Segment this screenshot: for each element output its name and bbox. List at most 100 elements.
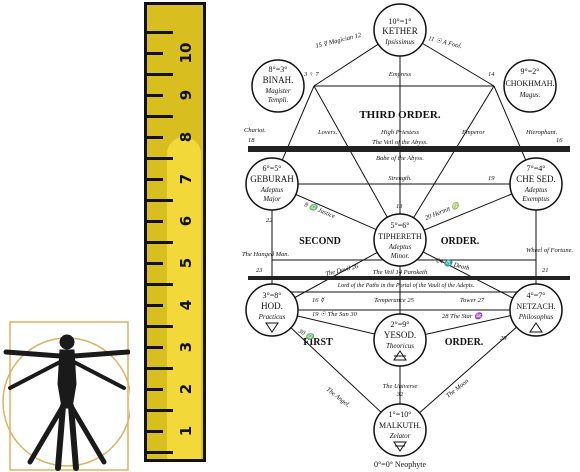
path-16b: 16 ☿ [312,297,325,304]
path-23: 23 [256,267,263,274]
path-22: 22 [266,217,273,224]
ruler-tick [147,346,163,349]
path-14: 14 [488,71,495,78]
ruler-number-6: 6 [177,215,195,227]
path-sun: 19 ☉ The Sun 30 [312,311,358,318]
sephira-geburah: 6°=5° GEBURAH Adeptus Major [245,157,299,211]
ruler-tick [147,178,163,181]
path-moon: The Moon [445,378,470,400]
path-lovers: Lovers. [317,129,338,136]
path-universe: The Universe [383,383,418,390]
path-21: 21 [542,267,549,274]
svg-text:Adeptus: Adeptus [388,243,412,251]
svg-text:Templi.: Templi. [268,96,289,104]
sephira-kether: 10°=1° KETHER Ipsissimus [373,3,427,57]
svg-text:Minor.: Minor. [390,252,410,260]
svg-text:HOD.: HOD. [261,301,283,311]
svg-text:10°=1°: 10°=1° [389,17,412,26]
path-magician: 15 ☿ Magician 12 [315,32,363,50]
second-order-label: SECOND [299,236,341,247]
ruler-tick [147,94,163,97]
sephira-yesod: 2°=9° YESOD. Theoricus [373,313,427,367]
ruler-tick [147,199,173,202]
tree-of-life-diagram: 10°=1° KETHER Ipsissimus 8°=3° BINAH. Ma… [242,3,573,469]
ruler-number-10: 10 [177,42,195,64]
svg-text:Ipsissimus: Ipsissimus [384,38,414,46]
path-hanged-man: The Hanged Man. [242,251,289,258]
air-triangle-icon [393,350,407,361]
sephira-chesed: 7°=4° CHE SED. Adeptus Exemptus [509,157,563,211]
path-angel: The Angel. [325,386,352,409]
ruler-number-1: 1 [177,425,195,437]
svg-text:BINAH.: BINAH. [263,75,294,85]
svg-text:Adeptus: Adeptus [260,186,284,194]
neophyte-label: 0°=0° Neophyte [374,460,426,469]
svg-text:2°=9°: 2°=9° [391,320,410,329]
path-star: 28 The Star ♒ [442,312,484,320]
path-18: 18 [248,137,255,144]
svg-text:6°=5°: 6°=5° [263,164,282,173]
svg-text:Zelator: Zelator [390,432,411,440]
abyss-bar [248,146,570,152]
path-strength: Strength. [388,175,412,182]
path-daleth: 3 ♀ 7 [303,71,319,78]
sephira-netzach: 4°=7° NETZACH. Philosophus [509,283,563,337]
ruler-number-9: 9 [177,89,195,101]
second-order-label-b: ORDER. [441,236,480,247]
path-death: 24 ♏ Death [436,256,471,272]
svg-text:CHE SED.: CHE SED. [516,174,556,184]
svg-text:CHOKHMAH.: CHOKHMAH. [505,79,554,88]
ruler-tick [147,304,163,307]
svg-text:Philosophus: Philosophus [518,313,554,321]
vitruvian-man-icon [2,321,130,471]
ruler-tick [147,262,163,265]
third-order-label: THIRD ORDER. [359,109,441,121]
svg-text:KETHER: KETHER [382,26,418,36]
svg-text:4°=7°: 4°=7° [527,291,546,300]
ruler-number-3: 3 [177,341,195,353]
path-29: 29 [500,335,507,342]
path-high-priestess: High Priestess [380,129,420,136]
ruler-tick [147,52,163,55]
path-temperance: Temperance 25 [374,297,414,304]
svg-text:7°=4°: 7°=4° [527,164,546,173]
svg-text:1°=10°: 1°=10° [389,410,412,419]
fire-triangle-icon [529,322,543,333]
path-empress: Empress [388,71,412,78]
sephira-hod: 3°=8° HOD. Practicus [245,283,299,337]
svg-text:8°=3°: 8°=3° [269,65,288,74]
ruler-tick [147,430,163,433]
ruler-number-4: 4 [177,299,195,311]
sephira-binah: 8°=3° BINAH. Magister Templi. [251,59,305,113]
path-devil: The Devil 26 [325,263,360,278]
path-fool: 11 ☉ A Fool. [428,35,463,50]
ruler-tick [147,283,173,286]
water-triangle-icon [265,322,279,333]
ruler-number-8: 8 [177,131,195,143]
veil-abyss-label: The Veil of the Abyss. [372,139,428,146]
path-tower: Tower 27 [460,297,485,304]
sephira-tiphereth: 5°=6° TIPHERETH Adeptus Minor. [373,213,427,267]
ruler-tick [147,409,173,412]
path-32: 32 [396,391,404,398]
svg-text:Magus.: Magus. [519,91,541,99]
svg-text:NETZACH.: NETZACH. [516,302,555,311]
path-19: 19 [488,175,495,182]
earth-triangle-icon [393,441,407,452]
path-16: 16 [556,137,563,144]
path-13: 13 [396,203,403,210]
path-emperor: Emperor [461,129,485,136]
ruler-tick [147,31,173,34]
ruler-tick [147,241,173,244]
ruler-tick [147,157,173,160]
ruler-tick [147,367,173,370]
ruler-number-2: 2 [177,383,195,395]
path-hermit: 20 Hermit ♍ [424,200,462,222]
first-order-label-b: ORDER. [445,337,484,348]
svg-text:3°=8°: 3°=8° [263,291,282,300]
ruler-tick [147,451,173,454]
babe-abyss-label: Babe of the Abyss. [376,155,424,162]
svg-text:Adeptus: Adeptus [524,186,548,194]
ruler-tick [147,220,163,223]
ruler-tick [147,73,173,76]
